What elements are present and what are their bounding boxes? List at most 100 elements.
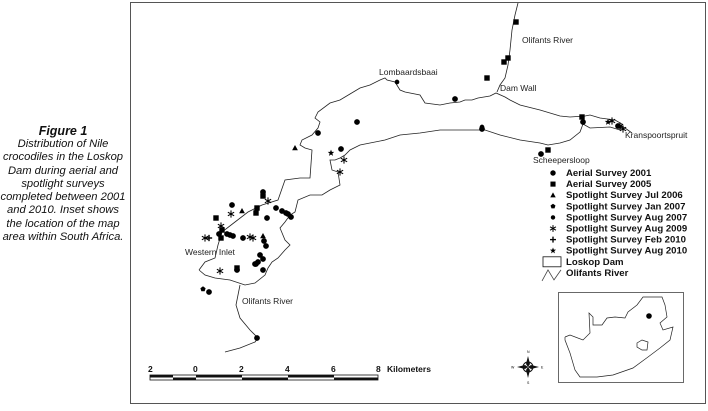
inset-frame xyxy=(558,292,684,383)
loskop-dam-outline xyxy=(198,77,623,286)
asterisk-marker xyxy=(216,267,224,275)
label-dam-wall: Dam Wall xyxy=(500,83,537,93)
label-kranspoortspruit: Kranspoortspruit xyxy=(625,130,688,140)
north-arrow-icon: N S E W xyxy=(511,350,544,385)
circle-marker xyxy=(254,335,260,341)
scale-bar-segment xyxy=(196,375,242,378)
legend-dam-swatch xyxy=(542,256,562,268)
pentagon-marker xyxy=(550,203,556,209)
south-africa-outline xyxy=(564,296,674,378)
asterisk-marker xyxy=(619,125,627,133)
asterisk-marker xyxy=(340,156,348,164)
circle-marker xyxy=(283,210,289,216)
circle-marker xyxy=(253,261,259,267)
square-marker xyxy=(505,55,511,61)
circle-marker xyxy=(288,214,294,220)
asterisk-marker xyxy=(227,210,235,218)
south-label: S xyxy=(527,381,530,385)
circle-marker xyxy=(338,146,344,152)
circle-marker xyxy=(580,119,586,125)
scale-bar: 2 0 2 4 6 8 Kilometers xyxy=(148,364,431,381)
square-marker xyxy=(219,227,225,233)
asterisk-marker xyxy=(549,225,557,232)
figure-title: Figure 1 xyxy=(38,124,88,138)
small-circle-marker xyxy=(550,215,556,220)
circle-marker xyxy=(261,238,267,244)
legend-river-swatch xyxy=(541,269,562,282)
circle-marker xyxy=(230,233,236,239)
triangle-marker xyxy=(292,145,298,151)
study-area-location-marker xyxy=(646,313,652,319)
scale-tick: 6 xyxy=(331,364,336,374)
circle-marker xyxy=(260,267,266,273)
figure-caption: Figure 1 Distribution of Nile crocodiles… xyxy=(0,124,126,244)
star-marker xyxy=(327,149,335,156)
circle-marker xyxy=(538,151,544,157)
olifants-river-south xyxy=(224,284,259,353)
small-circle-marker xyxy=(394,79,400,85)
star-marker xyxy=(549,247,557,254)
east-label: E xyxy=(541,366,544,370)
circle-marker xyxy=(257,252,263,258)
square-marker xyxy=(545,147,551,153)
label-olifants-river-north: Olifants River xyxy=(522,35,573,45)
circle-marker xyxy=(240,235,246,241)
scale-tick: 2 xyxy=(148,364,153,374)
legend-label: Spotlight Survey Aug 2009 xyxy=(566,224,687,235)
legend-label: Spotlight Survey Aug 2010 xyxy=(566,246,687,257)
square-marker xyxy=(501,59,507,65)
west-label: W xyxy=(511,366,515,370)
square-marker xyxy=(484,75,490,81)
square-marker xyxy=(579,114,585,120)
circle-marker xyxy=(263,243,269,249)
asterisk-marker xyxy=(249,234,257,242)
asterisk-marker xyxy=(201,234,209,242)
scale-tick: 8 xyxy=(376,364,381,374)
asterisk-marker xyxy=(336,168,344,176)
asterisk-marker xyxy=(264,197,272,205)
inset-map-south-africa xyxy=(558,292,684,383)
small-circle-marker xyxy=(479,124,485,130)
circle-marker xyxy=(229,202,235,208)
map-frame xyxy=(130,2,706,404)
square-marker xyxy=(260,193,266,199)
circle-marker xyxy=(615,123,621,129)
scale-bar-segment xyxy=(150,375,173,378)
label-western-inlet: Western Inlet xyxy=(185,247,236,257)
figure-caption-text: Distribution of Nile crocodiles in the L… xyxy=(0,138,126,244)
legend-label: Spotlight Survey Jul 2006 xyxy=(566,190,683,201)
square-marker xyxy=(218,235,224,241)
square-marker xyxy=(254,205,260,211)
legend-label: Olifants River xyxy=(566,268,629,279)
olifants-river-north xyxy=(496,2,519,93)
scale-tick: 2 xyxy=(239,364,244,374)
square-marker xyxy=(550,181,556,187)
legend-label: Aerial Survey 2001 xyxy=(566,168,652,179)
pentagon-marker xyxy=(200,286,206,292)
circle-marker xyxy=(315,130,321,136)
square-marker xyxy=(213,215,219,221)
cross-marker xyxy=(550,236,556,243)
legend-label: Spotlight Survey Feb 2010 xyxy=(566,235,686,246)
scale-tick: 4 xyxy=(285,364,290,374)
triangle-marker xyxy=(550,192,556,198)
star-marker xyxy=(604,118,612,125)
circle-marker xyxy=(260,256,266,262)
label-lombaardsbaai: Lombaardsbaai xyxy=(379,67,438,77)
label-scheepersloop: Scheepersloop xyxy=(533,155,590,165)
circle-marker xyxy=(273,205,279,211)
legend-label: Loskop Dam xyxy=(566,257,624,268)
circle-marker xyxy=(354,119,360,125)
lesotho-outline xyxy=(636,339,649,351)
circle-marker xyxy=(264,215,270,221)
square-marker xyxy=(513,19,519,25)
circle-marker xyxy=(234,267,240,273)
crocodile-sightings xyxy=(200,19,627,341)
scale-bar-segment xyxy=(173,377,196,380)
north-label: N xyxy=(527,350,530,354)
asterisk-marker xyxy=(608,117,616,125)
square-marker xyxy=(253,210,259,216)
scale-bar-segment xyxy=(288,375,334,378)
